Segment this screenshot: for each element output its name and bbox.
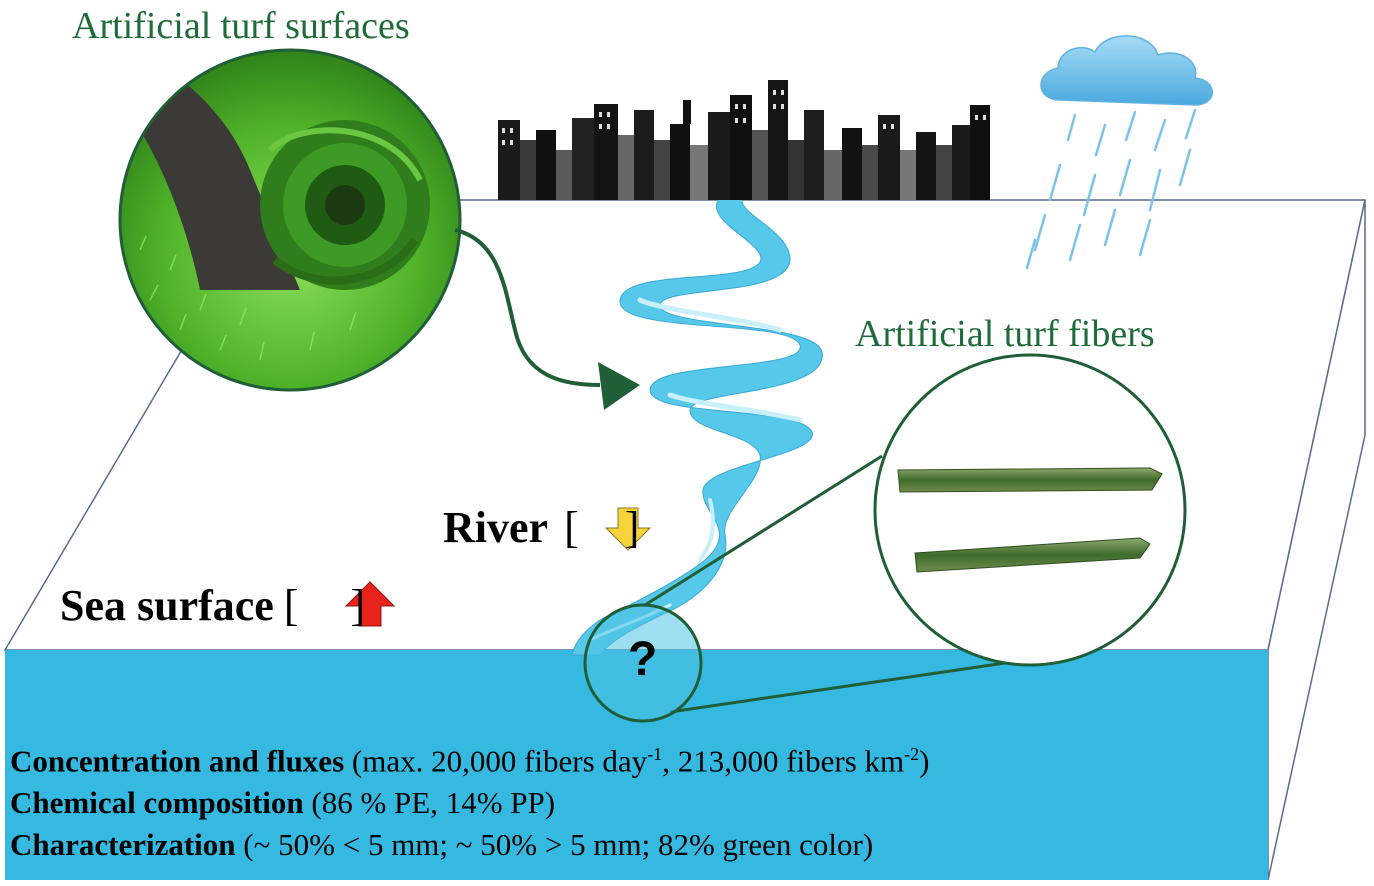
finding-sup: -1 [647,744,663,764]
turf-surface-circle [118,48,462,392]
fiber-circle [873,353,1187,667]
flow-arrow [454,228,640,410]
finding-detail: ) [919,743,930,779]
finding-heading: Concentration and fluxes [10,743,345,779]
finding-heading: Characterization [10,827,236,862]
river-label-text: River [443,503,549,552]
finding-detail: , 213,000 fibers km [662,743,905,779]
zoom-connector [644,454,1006,714]
finding-concentration: Concentration and fluxes (max. 20,000 fi… [10,745,929,776]
finding-chemical: Chemical composition (86 % PE, 14% PP) [10,787,555,818]
rain-cloud-icon [1025,35,1213,270]
finding-heading: Chemical composition [10,785,304,820]
finding-detail: (~ 50% < 5 mm; ~ 50% > 5 mm; 82% green c… [235,827,874,862]
river-bracket: [] [564,503,640,552]
finding-detail: (86 % PE, 14% PP) [303,785,556,820]
city-skyline-icon [498,80,990,200]
river-label: River [] [443,502,639,553]
sea-label: Sea surface[] [60,580,365,631]
fiber-2 [914,537,1151,573]
arrow-up-icon [344,581,396,627]
fibers-title: Artificial turf fibers [855,313,1155,355]
arrow-down-icon [604,507,652,551]
surfaces-title: Artificial turf surfaces [72,5,410,47]
sea-label-text: Sea surface [60,581,274,630]
question-mark: ? [628,633,658,686]
question-circle [583,603,703,723]
sea-bracket: [] [283,581,366,630]
finding-detail: (max. 20,000 fibers day [344,743,648,779]
finding-sup: -2 [904,744,920,764]
fiber-1 [897,467,1163,493]
finding-characterization: Characterization (~ 50% < 5 mm; ~ 50% > … [10,829,873,860]
